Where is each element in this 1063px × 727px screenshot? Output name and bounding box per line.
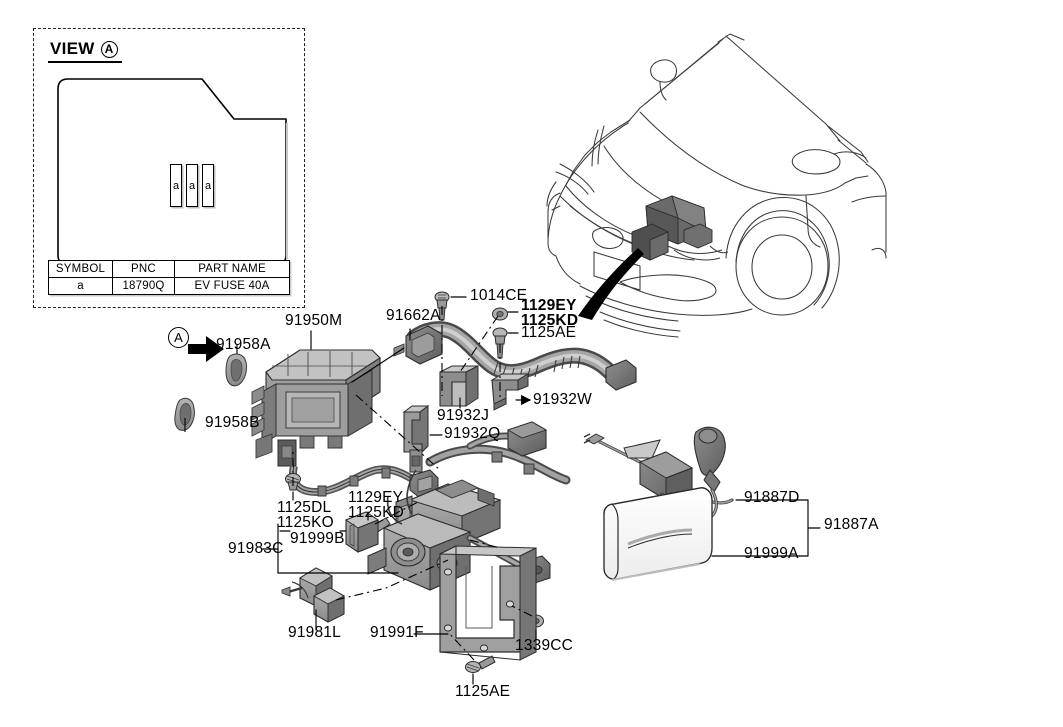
label-91991f: 91991F — [370, 624, 424, 641]
vehicle-highlighted-junction-box — [631, 195, 713, 261]
view-a-title-text: VIEW — [50, 39, 95, 58]
part-91950m-junction-box — [251, 349, 381, 467]
part-91981l-connector — [281, 567, 345, 623]
part-91662a-cable-duct — [393, 321, 637, 391]
label-1125ko: 1125KO — [277, 514, 334, 531]
label-91932j: 91932J — [437, 407, 490, 424]
vehicle-component-wires — [667, 245, 729, 261]
fuse-symbol: a — [202, 164, 214, 207]
label-91932w: 91932W — [533, 391, 592, 408]
table-row: a 18790Q EV FUSE 40A — [48, 277, 290, 295]
label-91887a: 91887A — [824, 516, 879, 533]
part-inline-connector-small — [409, 449, 423, 473]
fuse-symbol: a — [170, 164, 182, 207]
label-1125kd-top: 1125KD — [521, 312, 579, 329]
label-91983c: 91983C — [228, 540, 284, 557]
cell-pnc: 18790Q — [112, 277, 175, 295]
table-header-row: SYMBOL PNC PART NAME — [48, 260, 290, 278]
part-91887d-charging-cable — [583, 426, 734, 522]
label-91950m: 91950M — [285, 312, 343, 329]
fuse-symbol: a — [186, 164, 198, 207]
fastener-1125dl-1125ko — [285, 473, 301, 491]
fastener-1125ae-bottom — [465, 655, 496, 673]
label-91662a: 91662A — [386, 307, 441, 324]
column-header-part-name: PART NAME — [174, 260, 290, 278]
fastener-1339cc — [528, 614, 544, 628]
label-91981l: 91981L — [288, 624, 341, 641]
label-91958b: 91958B — [205, 414, 260, 431]
label-91999a: 91999A — [744, 545, 799, 562]
view-a-title: VIEW A — [48, 39, 122, 63]
label-1014ce: 1014CE — [470, 287, 528, 304]
leader-lines — [261, 296, 821, 685]
part-upper-harness-connector — [506, 421, 548, 457]
fuse-symbol-group: a a a — [170, 164, 214, 207]
cell-symbol: a — [48, 277, 113, 295]
label-1129ey-mid: 1129EY — [348, 489, 404, 506]
part-91958b-grommet — [174, 397, 195, 431]
label-1129ey-top: 1129EY — [521, 297, 577, 314]
harness-clip-right — [491, 451, 535, 475]
fastener-1129ey-1125kd-top — [492, 307, 508, 321]
harness-end-connector — [409, 469, 439, 499]
view-a-reference-badge: A — [100, 40, 118, 58]
column-header-pnc: PNC — [112, 260, 175, 278]
fastener-1125ae-top — [492, 327, 508, 359]
label-91999b: 91999B — [290, 530, 345, 547]
label-1125ae-top: 1125AE — [521, 324, 577, 341]
view-a-panel: VIEW A a a a SYMBOL PNC PART NAME a 1879… — [33, 28, 305, 308]
assembly-axis-lines — [292, 306, 533, 661]
view-a-callout-marker: A — [168, 327, 189, 348]
label-1125dl: 1125DL — [277, 499, 332, 516]
part-91932j-bracket — [439, 365, 479, 407]
vehicle-callout-pointer — [578, 248, 644, 320]
vehicle-illustration — [546, 33, 887, 338]
label-91958a: 91958A — [216, 336, 271, 353]
label-1125ae-bottom: 1125AE — [455, 683, 511, 700]
column-header-symbol: SYMBOL — [48, 260, 113, 278]
part-91958a-grommet — [225, 353, 247, 387]
part-91932w-bracket — [490, 373, 530, 411]
label-1339cc: 1339CC — [515, 637, 574, 654]
cell-part-name: EV FUSE 40A — [174, 277, 290, 295]
part-91932q-bracket — [402, 405, 430, 454]
label-91932q: 91932Q — [444, 425, 501, 442]
part-91999a-storage-case — [603, 487, 713, 581]
symbol-legend-table: SYMBOL PNC PART NAME a 18790Q EV FUSE 40… — [48, 260, 290, 295]
label-1125kd-mid: 1125KD — [348, 504, 405, 521]
label-91887d: 91887D — [744, 489, 800, 506]
